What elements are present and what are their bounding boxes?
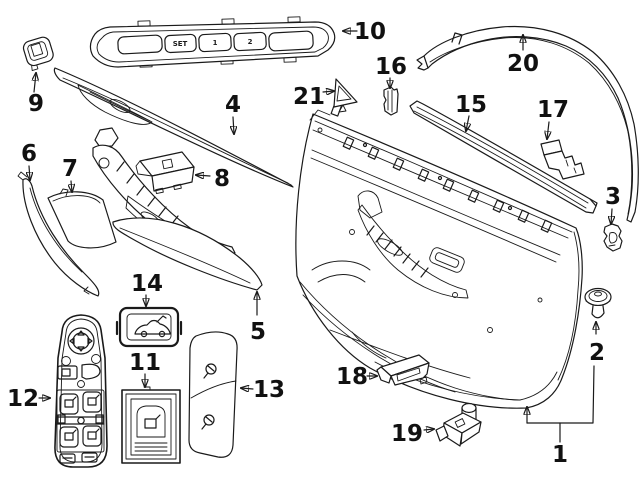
callout-1: 1 (527, 365, 595, 468)
svg-text:18: 18 (336, 364, 368, 390)
part-14-trunk-switch (115, 306, 183, 348)
callout-14: 14 (131, 271, 163, 306)
callout-4: 4 (225, 92, 241, 134)
part-21-mirror-corner-cover (333, 78, 358, 113)
part-4-upper-trim-strip (53, 67, 294, 188)
svg-text:19: 19 (391, 421, 423, 447)
part-5-armrest-pad (112, 217, 263, 291)
callout-2: 2 (589, 322, 605, 366)
svg-text:12: 12 (7, 386, 39, 412)
callout-10: 10 (343, 19, 386, 45)
screw-symbol (203, 363, 217, 379)
svg-text:9: 9 (28, 91, 44, 117)
callouts: 1 2 3 4 5 6 7 8 (7, 19, 621, 468)
part-16-clip (383, 86, 399, 116)
set-button-label: SET (173, 40, 188, 48)
part-1-door-trim-panel (295, 101, 583, 409)
part-18-courtesy-lamp (376, 354, 430, 386)
svg-text:2: 2 (589, 340, 605, 366)
svg-text:16: 16 (375, 54, 407, 80)
part-10-seat-memory-switch-panel: SET 1 2 (89, 16, 336, 68)
callout-15: 15 (455, 92, 487, 131)
part-13-carrier-panel (188, 331, 238, 458)
window-icon (144, 414, 161, 429)
part-12-window-switch-panel (54, 314, 108, 468)
window-switches (56, 391, 105, 448)
svg-text:15: 15 (455, 92, 487, 118)
mirror-switches (57, 363, 101, 380)
part-3-clip (603, 223, 623, 252)
svg-text:1: 1 (552, 442, 568, 468)
svg-text:17: 17 (537, 97, 569, 123)
car-trunk-open-icon (134, 315, 171, 338)
dpad-control (67, 327, 95, 355)
part-7-trim-cover (47, 188, 117, 249)
svg-text:14: 14 (131, 271, 163, 297)
svg-text:7: 7 (62, 156, 78, 182)
part-9-switch (22, 36, 54, 71)
screw-symbol (201, 414, 215, 430)
callout-20: 20 (507, 35, 539, 77)
memory-buttons: SET 1 2 (117, 30, 314, 55)
svg-text:3: 3 (605, 184, 621, 210)
callout-8: 8 (196, 166, 230, 192)
part-6-trim-strip (17, 171, 100, 297)
svg-text:8: 8 (214, 166, 230, 192)
lock-switches (59, 452, 98, 464)
svg-text:21: 21 (293, 84, 325, 110)
callout-18: 18 (336, 364, 377, 390)
svg-text:10: 10 (354, 19, 386, 45)
part-19-sensor-bracket (435, 402, 482, 447)
callout-12: 12 (7, 386, 50, 412)
part-17-bracket (540, 139, 585, 180)
callout-6: 6 (21, 141, 37, 180)
part-11-single-window-switch (121, 386, 181, 464)
callout-21: 21 (293, 84, 334, 110)
part-8-lock-switch (135, 151, 195, 195)
svg-text:4: 4 (225, 92, 241, 118)
callout-17: 17 (537, 97, 569, 139)
memory-2-button-label: 2 (248, 38, 253, 46)
callout-11: 11 (129, 350, 161, 387)
svg-text:11: 11 (129, 350, 161, 376)
memory-1-button-label: 1 (213, 39, 218, 47)
svg-text:20: 20 (507, 51, 539, 77)
callout-3: 3 (605, 184, 621, 224)
callout-5: 5 (250, 292, 266, 345)
callout-9: 9 (28, 73, 44, 117)
callout-7: 7 (62, 156, 78, 192)
part-2-push-pin-grommet (584, 287, 612, 319)
svg-text:13: 13 (253, 377, 285, 403)
svg-text:6: 6 (21, 141, 37, 167)
svg-text:5: 5 (250, 319, 266, 345)
callout-13: 13 (241, 377, 285, 403)
callout-16: 16 (375, 54, 407, 88)
callout-19: 19 (391, 421, 434, 447)
